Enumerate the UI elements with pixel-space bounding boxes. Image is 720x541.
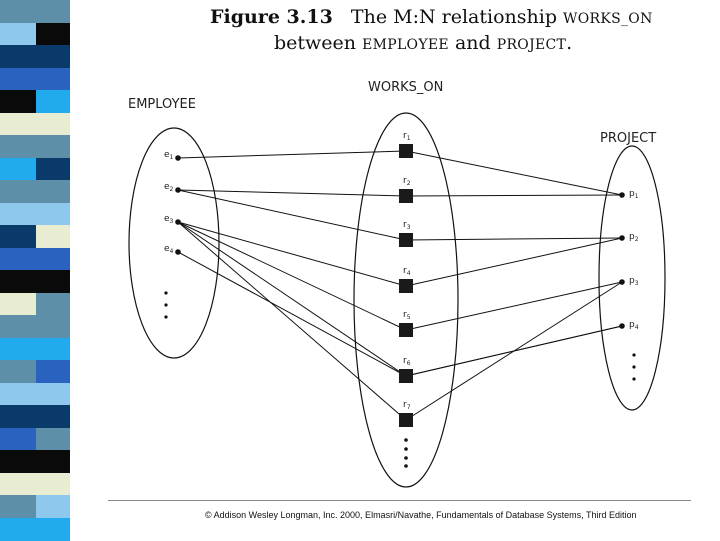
title-period: . xyxy=(566,32,573,54)
relationship-label-r6: r6 xyxy=(403,356,411,367)
employee-node-e1 xyxy=(175,155,181,161)
link-r1-p1 xyxy=(405,150,623,196)
stripe-accent-block xyxy=(36,495,70,518)
works-on-set-ellipse xyxy=(353,112,459,488)
stripe-segment xyxy=(0,180,70,203)
stripe-accent-block xyxy=(36,22,70,46)
link-e3-r6 xyxy=(177,221,407,377)
stripe-accent-block xyxy=(36,90,70,113)
stripe-segment xyxy=(0,517,70,541)
project-label-p1: p1 xyxy=(629,189,639,200)
project-set-label: PROJECT xyxy=(600,131,657,146)
link-r3-p2 xyxy=(405,237,623,241)
figure-title-line-2: between EMPLOYEE and PROJECT. xyxy=(274,32,572,54)
relationship-label-r5: r5 xyxy=(403,310,411,321)
relationship-node-r2 xyxy=(399,189,413,203)
link-e3-r4 xyxy=(177,221,407,287)
employee-ellipsis xyxy=(164,291,168,319)
project-ellipsis xyxy=(632,353,636,381)
relationship-node-r1 xyxy=(399,144,413,158)
project-label-p4: p4 xyxy=(629,320,639,331)
employee-set-label: EMPLOYEE xyxy=(128,97,196,112)
relationship-node-r6 xyxy=(399,369,413,383)
stripe-segment xyxy=(0,270,70,293)
nodes-layer: e1 e2 e3 e4 r1 r2 r3 r4 r5 r6 r7 p1 p2 p3 p4 xyxy=(164,131,639,427)
link-r5-p3 xyxy=(405,281,623,331)
relationship-label-r3: r3 xyxy=(403,220,411,231)
stripe-segment xyxy=(0,337,70,361)
relationship-label-r7: r7 xyxy=(403,400,411,411)
project-set-ellipse xyxy=(598,145,666,411)
relationship-node-r3 xyxy=(399,233,413,247)
project-label-p2: p2 xyxy=(629,232,639,243)
stripe-segment xyxy=(0,67,70,91)
stripe-segment xyxy=(0,202,70,226)
project-node-p1 xyxy=(619,192,625,198)
project-node-p4 xyxy=(619,323,625,329)
stripe-accent-block xyxy=(36,292,70,316)
decorative-stripe-bar xyxy=(0,0,70,541)
relationship-ellipsis xyxy=(404,438,408,468)
stripe-segment xyxy=(0,315,70,338)
link-e3-r5 xyxy=(177,221,407,331)
stripe-segment xyxy=(0,112,70,136)
relationship-node-r5 xyxy=(399,323,413,337)
link-e2-r2 xyxy=(177,189,407,197)
stripe-segment xyxy=(0,472,70,496)
figure-label: Figure 3.13 xyxy=(210,6,333,28)
project-label-p3: p3 xyxy=(629,276,639,287)
stripe-segment xyxy=(0,405,70,428)
employee-set-ellipse xyxy=(128,127,220,359)
title-between: between xyxy=(274,32,357,54)
copyright-footer: © Addison Wesley Longman, Inc. 2000, Elm… xyxy=(205,510,637,520)
employee-label-e2: e2 xyxy=(164,182,174,193)
relationship-node-r7 xyxy=(399,413,413,427)
stripe-accent-block xyxy=(36,427,70,451)
link-r6-p4 xyxy=(405,325,623,377)
stripe-segment xyxy=(0,382,70,406)
relationship-node-r4 xyxy=(399,279,413,293)
relationship-label-r2: r2 xyxy=(403,176,411,187)
stripe-segment xyxy=(0,450,70,473)
title-entity-employee: EMPLOYEE xyxy=(362,37,449,53)
relationship-label-r1: r1 xyxy=(403,131,411,142)
figure-title-line-1: Figure 3.13 The M:N relationship WORKS_O… xyxy=(210,6,653,28)
stripe-segment xyxy=(0,247,70,271)
works-on-set-label: WORKS_ON xyxy=(368,80,444,95)
link-r2-p1 xyxy=(405,194,623,197)
link-e2-r3 xyxy=(177,189,407,241)
title-entity-project: PROJECT xyxy=(496,37,567,53)
relationship-label-r4: r4 xyxy=(403,266,411,277)
employee-label-e4: e4 xyxy=(164,244,174,255)
link-e4-r6 xyxy=(177,251,407,377)
project-node-p3 xyxy=(619,279,625,285)
title-text: The M:N relationship xyxy=(350,6,557,28)
title-relationship-name: WORKS_ON xyxy=(563,11,653,27)
employee-label-e1: e1 xyxy=(164,150,174,161)
employee-node-e2 xyxy=(175,187,181,193)
link-e1-r1 xyxy=(177,150,407,159)
employee-node-e4 xyxy=(175,249,181,255)
stripe-accent-block xyxy=(36,360,70,383)
links-layer xyxy=(177,150,623,421)
project-node-p2 xyxy=(619,235,625,241)
link-r4-p2 xyxy=(405,237,623,287)
stripe-segment xyxy=(0,0,70,23)
employee-label-e3: e3 xyxy=(164,214,174,225)
footer-rule xyxy=(108,500,691,501)
employee-node-e3 xyxy=(175,219,181,225)
stripe-segment xyxy=(0,135,70,158)
stripe-accent-block xyxy=(36,225,70,248)
stripe-accent-block xyxy=(36,157,70,181)
title-and: and xyxy=(454,32,491,54)
stripe-segment xyxy=(0,45,70,68)
link-e3-r7 xyxy=(177,221,407,421)
